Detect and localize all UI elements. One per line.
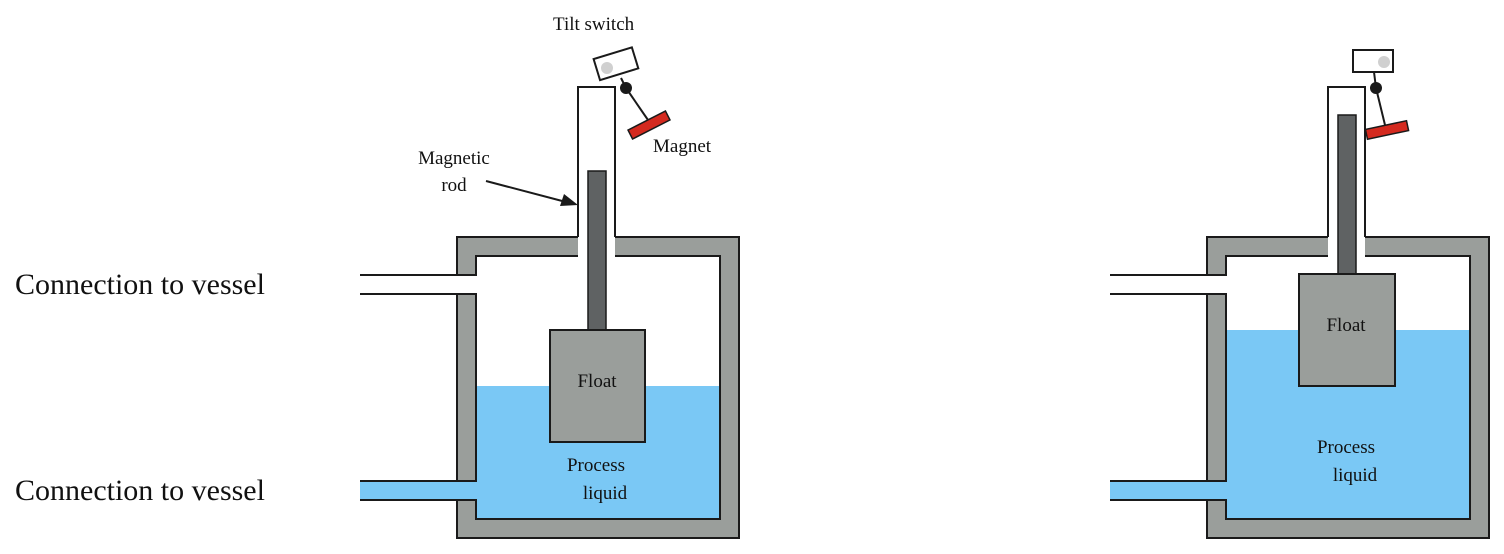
right-magnetic-rod bbox=[1337, 114, 1357, 277]
right-switch-ball bbox=[1378, 56, 1390, 68]
magnetic-rod-label-line1: Magnetic bbox=[418, 148, 490, 169]
magnetic-rod-pointer-arrow bbox=[485, 180, 578, 206]
right-liquid-label-line2: liquid bbox=[1333, 465, 1378, 486]
right-liquid-label-line1: Process bbox=[1317, 437, 1375, 458]
right-bottom-pipe bbox=[1110, 480, 1228, 501]
right-float-label: Float bbox=[1326, 315, 1366, 336]
left-liquid-label-line1: Process bbox=[567, 455, 625, 476]
right-standpipe-outline bbox=[1327, 86, 1366, 237]
left-float-label: Float bbox=[577, 371, 617, 392]
magnet-label: Magnet bbox=[653, 136, 712, 157]
left-switch-ball bbox=[601, 62, 613, 74]
left-float bbox=[549, 329, 646, 443]
tilt-switch-label: Tilt switch bbox=[553, 14, 635, 35]
left-tilt-switch bbox=[592, 46, 649, 121]
left-magnet bbox=[627, 110, 671, 140]
left-liquid-label-line2: liquid bbox=[583, 483, 628, 504]
right-tilt-switch bbox=[1352, 49, 1394, 126]
left-unit: Float Process liquid bbox=[360, 46, 740, 539]
right-unit: Float Process liquid bbox=[1110, 49, 1490, 539]
left-magnetic-rod bbox=[587, 170, 607, 332]
connection-label-top: Connection to vessel bbox=[15, 268, 265, 301]
right-float bbox=[1298, 273, 1396, 387]
left-top-pipe bbox=[360, 274, 478, 295]
connection-label-bottom: Connection to vessel bbox=[15, 474, 265, 507]
right-top-pipe bbox=[1110, 274, 1228, 295]
left-standpipe-outline bbox=[577, 86, 616, 237]
right-magnet bbox=[1364, 119, 1410, 141]
left-bottom-pipe bbox=[360, 480, 478, 501]
magnetic-rod-label-line2: rod bbox=[441, 175, 467, 196]
